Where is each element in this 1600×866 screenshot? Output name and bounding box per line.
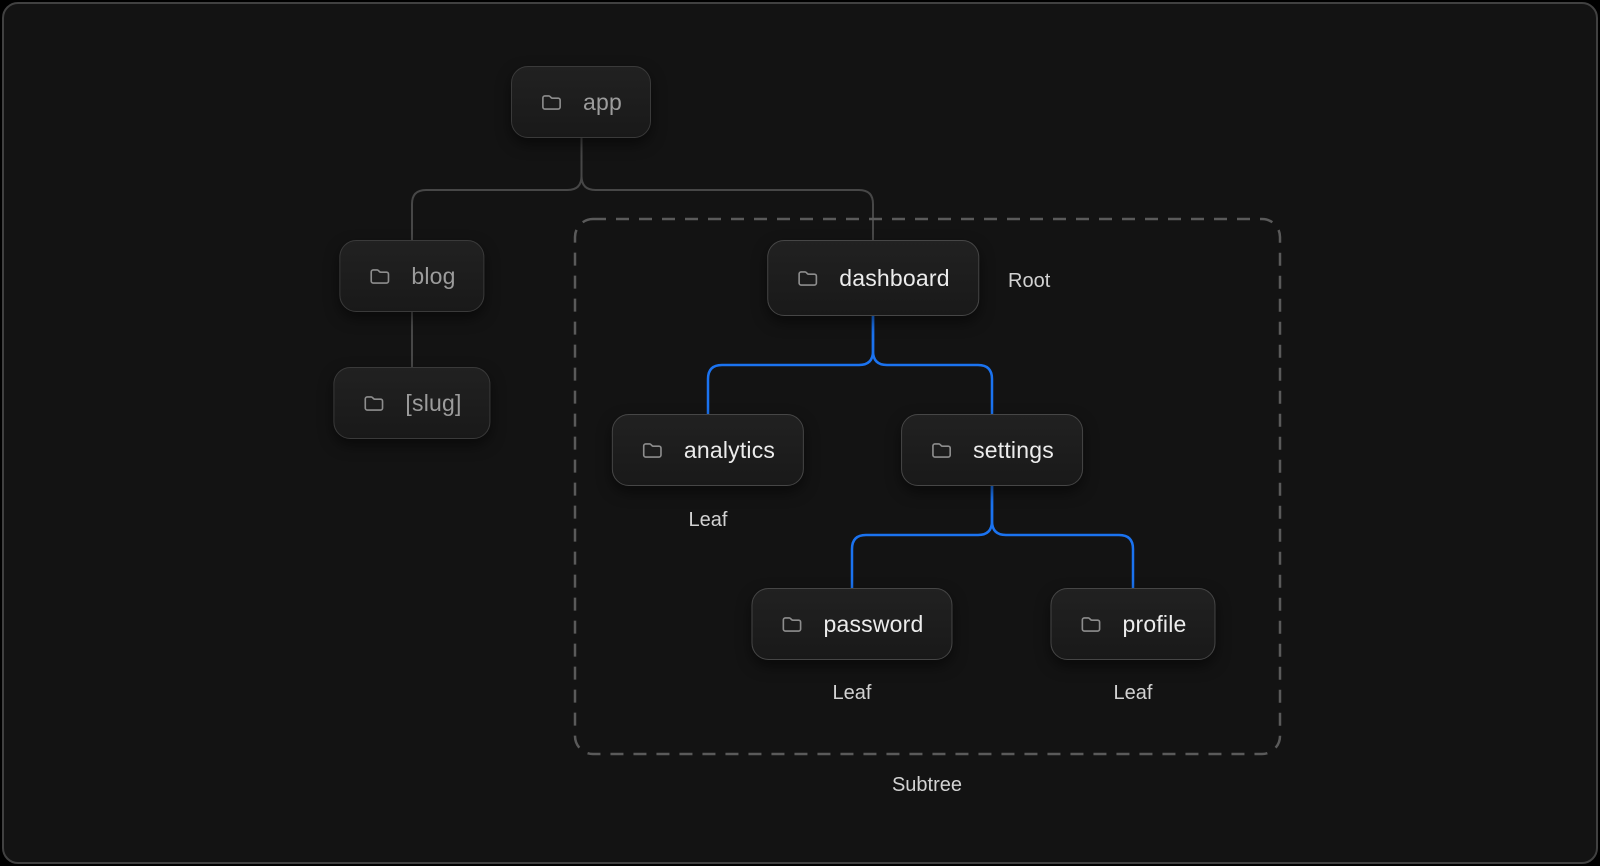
- annotation-root: Root: [1008, 270, 1051, 292]
- annotation-subtree: Subtree: [891, 774, 963, 796]
- annotation-leaf-analytics: Leaf: [688, 509, 728, 531]
- annotation-leaf-password: Leaf: [832, 682, 872, 704]
- folder-icon: [362, 392, 385, 415]
- edge-app-dashboard: [580, 138, 874, 240]
- node-label: analytics: [683, 436, 776, 463]
- node-blog: blog: [339, 240, 485, 312]
- node-label: dashboard: [839, 264, 950, 291]
- node-settings: settings: [901, 414, 1083, 486]
- edge-app-blog: [411, 138, 583, 240]
- folder-icon: [930, 439, 953, 462]
- node-label: settings: [973, 436, 1054, 463]
- node-label: [slug]: [405, 389, 462, 416]
- folder-icon: [540, 91, 563, 114]
- node-dashboard: dashboard: [767, 240, 979, 316]
- edge-settings-profile: [990, 486, 1135, 588]
- folder-icon: [780, 613, 803, 636]
- folder-icon: [796, 267, 819, 290]
- folder-icon: [368, 265, 391, 288]
- node-label: profile: [1122, 610, 1187, 637]
- node-label: app: [583, 88, 622, 115]
- folder-icon: [641, 439, 664, 462]
- node-slug: [slug]: [333, 367, 491, 439]
- node-analytics: analytics: [611, 414, 805, 486]
- node-label: blog: [411, 262, 456, 289]
- node-password: password: [751, 588, 953, 660]
- edge-dashboard-settings: [871, 316, 994, 414]
- folder-icon: [1079, 613, 1102, 636]
- node-profile: profile: [1050, 588, 1216, 660]
- edge-settings-password: [850, 486, 994, 588]
- node-label: password: [823, 610, 924, 637]
- node-app: app: [511, 66, 651, 138]
- edge-dashboard-analytics: [706, 316, 875, 414]
- annotation-leaf-profile: Leaf: [1113, 682, 1153, 704]
